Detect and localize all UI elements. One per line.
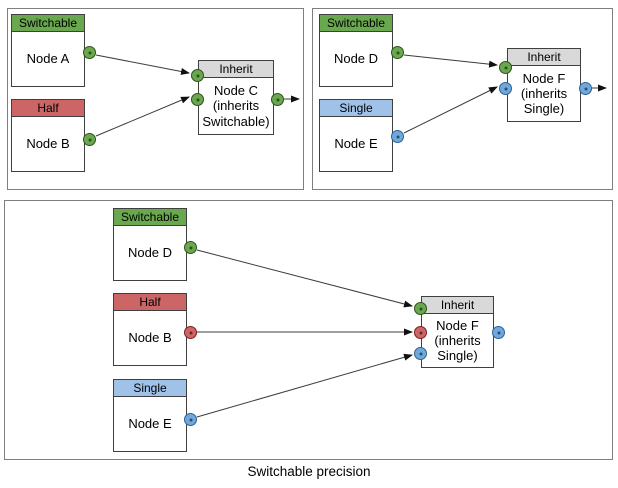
port-node-d2-output-icon (184, 241, 197, 254)
port-node-e-output-icon (391, 130, 404, 143)
node-b-header: Half (12, 100, 84, 117)
port-node-b-output-icon (83, 133, 96, 146)
node-b2: Half Node B (113, 293, 187, 366)
node-f-label: Node F (inherits Single) (520, 70, 568, 117)
node-f2: Inherit Node F (inherits Single) (421, 296, 494, 368)
node-a-header: Switchable (12, 15, 84, 32)
node-f: Inherit Node F (inherits Single) (507, 48, 581, 122)
port-node-b2-output-icon (184, 326, 197, 339)
node-e: Single Node E (319, 99, 393, 172)
port-node-f-output-icon (579, 82, 592, 95)
node-d: Switchable Node D (319, 14, 393, 87)
node-e2-label: Node E (128, 416, 172, 432)
port-node-f2-input-1-icon (414, 302, 427, 315)
node-d2: Switchable Node D (113, 208, 187, 281)
node-a-label: Node A (26, 51, 70, 67)
node-d-label: Node D (333, 51, 379, 67)
node-e2-header: Single (114, 380, 186, 397)
node-f-header: Inherit (508, 49, 580, 66)
node-e-label: Node E (334, 136, 378, 152)
port-node-f2-input-2-icon (414, 326, 427, 339)
node-c-label: Node C (inherits Switchable) (202, 83, 270, 129)
figure-caption: Switchable precision (247, 464, 371, 479)
panel-bottom (4, 200, 613, 460)
node-d2-header: Switchable (114, 209, 186, 226)
node-b2-header: Half (114, 294, 186, 311)
node-c-header: Inherit (199, 61, 273, 78)
port-node-f-input-1-icon (499, 61, 512, 74)
node-d-header: Switchable (320, 15, 392, 32)
port-node-e2-output-icon (184, 413, 197, 426)
port-node-c-input-1-icon (191, 69, 204, 82)
port-node-c-input-2-icon (191, 93, 204, 106)
node-c: Inherit Node C (inherits Switchable) (198, 60, 274, 135)
port-node-a-output-icon (83, 46, 96, 59)
node-b: Half Node B (11, 99, 85, 172)
port-node-c-output-icon (271, 93, 284, 106)
node-e-header: Single (320, 100, 392, 117)
port-node-f2-input-3-icon (414, 347, 427, 360)
node-f2-label: Node F (inherits Single) (434, 317, 481, 364)
port-node-f-input-2-icon (499, 82, 512, 95)
node-b-label: Node B (26, 136, 70, 152)
node-f2-header: Inherit (422, 297, 493, 314)
node-a: Switchable Node A (11, 14, 85, 87)
port-node-d-output-icon (391, 46, 404, 59)
port-node-f2-output-icon (492, 326, 505, 339)
node-b2-label: Node B (128, 330, 172, 346)
node-e2: Single Node E (113, 379, 187, 452)
node-d2-label: Node D (127, 245, 173, 261)
